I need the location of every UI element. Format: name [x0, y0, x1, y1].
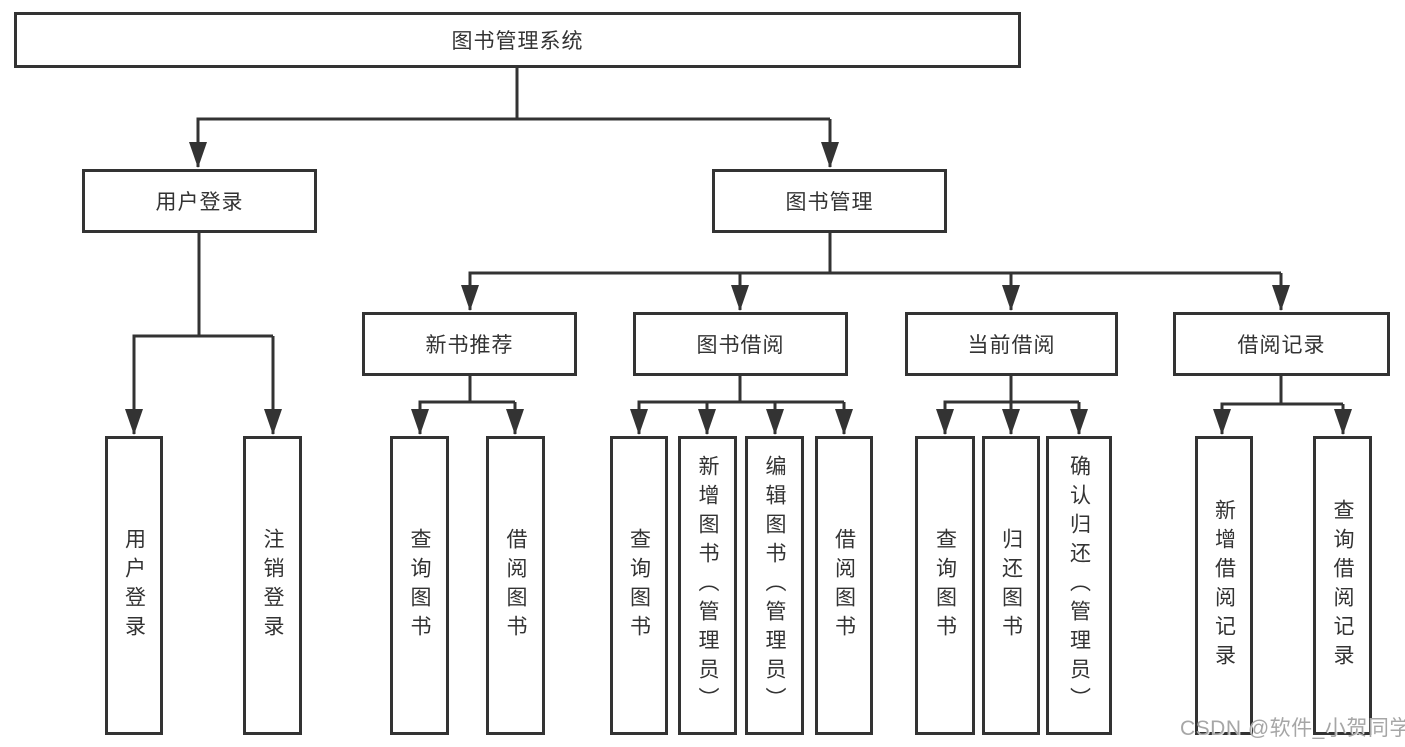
node-book-management-label: 图书管理	[785, 191, 874, 214]
node-leaf-cb-query-books: 查询图书	[915, 436, 975, 735]
node-leaf-nb-query-books: 查询图书	[390, 436, 449, 735]
node-leaf-bb-add-books: 新增图书（管理员）	[678, 436, 737, 735]
node-borrow-records: 借阅记录	[1173, 312, 1390, 376]
node-leaf-cb-return-books-label: 归还图书	[999, 527, 1023, 644]
connector-book-borrow-children	[630, 376, 853, 435]
node-leaf-br-query-record: 查询借阅记录	[1313, 436, 1372, 735]
node-new-book-recommend: 新书推荐	[362, 312, 577, 376]
node-leaf-br-add-record-label: 新增借阅记录	[1212, 498, 1236, 673]
node-leaf-user-login: 用户登录	[105, 436, 163, 735]
node-root: 图书管理系统	[14, 12, 1021, 68]
node-current-borrow: 当前借阅	[905, 312, 1118, 376]
node-book-management: 图书管理	[712, 169, 947, 233]
node-root-label: 图书管理系统	[451, 30, 584, 53]
node-borrow-records-label: 借阅记录	[1237, 334, 1326, 357]
node-leaf-nb-query-books-label: 查询图书	[408, 527, 431, 644]
node-leaf-logout-label: 注销登录	[261, 527, 284, 644]
connector-root-to-level2	[189, 68, 839, 168]
connector-current-borrow-children	[936, 376, 1088, 435]
node-leaf-cb-confirm-return: 确认归还（管理员）	[1046, 436, 1112, 735]
node-leaf-nb-borrow-books: 借阅图书	[486, 436, 545, 735]
node-new-book-recommend-label: 新书推荐	[425, 334, 514, 357]
connector-user-login-children	[125, 233, 282, 435]
node-leaf-cb-return-books: 归还图书	[982, 436, 1040, 735]
node-leaf-user-login-label: 用户登录	[122, 527, 146, 644]
node-user-login-label: 用户登录	[155, 191, 244, 214]
node-leaf-br-query-record-label: 查询借阅记录	[1331, 498, 1354, 673]
node-leaf-logout: 注销登录	[243, 436, 302, 735]
csdn-watermark: CSDN @软件_小贺同学	[1180, 717, 1405, 740]
node-leaf-cb-query-books-label: 查询图书	[933, 527, 957, 644]
node-leaf-bb-add-books-label: 新增图书（管理员）	[696, 455, 719, 716]
connector-book-mgmt-children	[461, 233, 1290, 311]
connector-new-book-children	[411, 376, 524, 435]
node-leaf-bb-edit-books: 编辑图书（管理员）	[745, 436, 804, 735]
node-book-borrow: 图书借阅	[633, 312, 848, 376]
node-user-login: 用户登录	[82, 169, 317, 233]
node-leaf-br-add-record: 新增借阅记录	[1195, 436, 1253, 735]
node-leaf-bb-edit-books-label: 编辑图书（管理员）	[763, 455, 786, 716]
node-leaf-cb-confirm-return-label: 确认归还（管理员）	[1067, 455, 1091, 716]
node-leaf-bb-borrow-books: 借阅图书	[815, 436, 873, 735]
connector-borrow-records-children	[1213, 376, 1352, 435]
node-leaf-nb-borrow-books-label: 借阅图书	[504, 527, 527, 644]
node-book-borrow-label: 图书借阅	[696, 334, 785, 357]
node-leaf-bb-query-books-label: 查询图书	[627, 527, 651, 644]
node-current-borrow-label: 当前借阅	[967, 334, 1056, 357]
node-leaf-bb-query-books: 查询图书	[610, 436, 668, 735]
node-leaf-bb-borrow-books-label: 借阅图书	[832, 527, 856, 644]
